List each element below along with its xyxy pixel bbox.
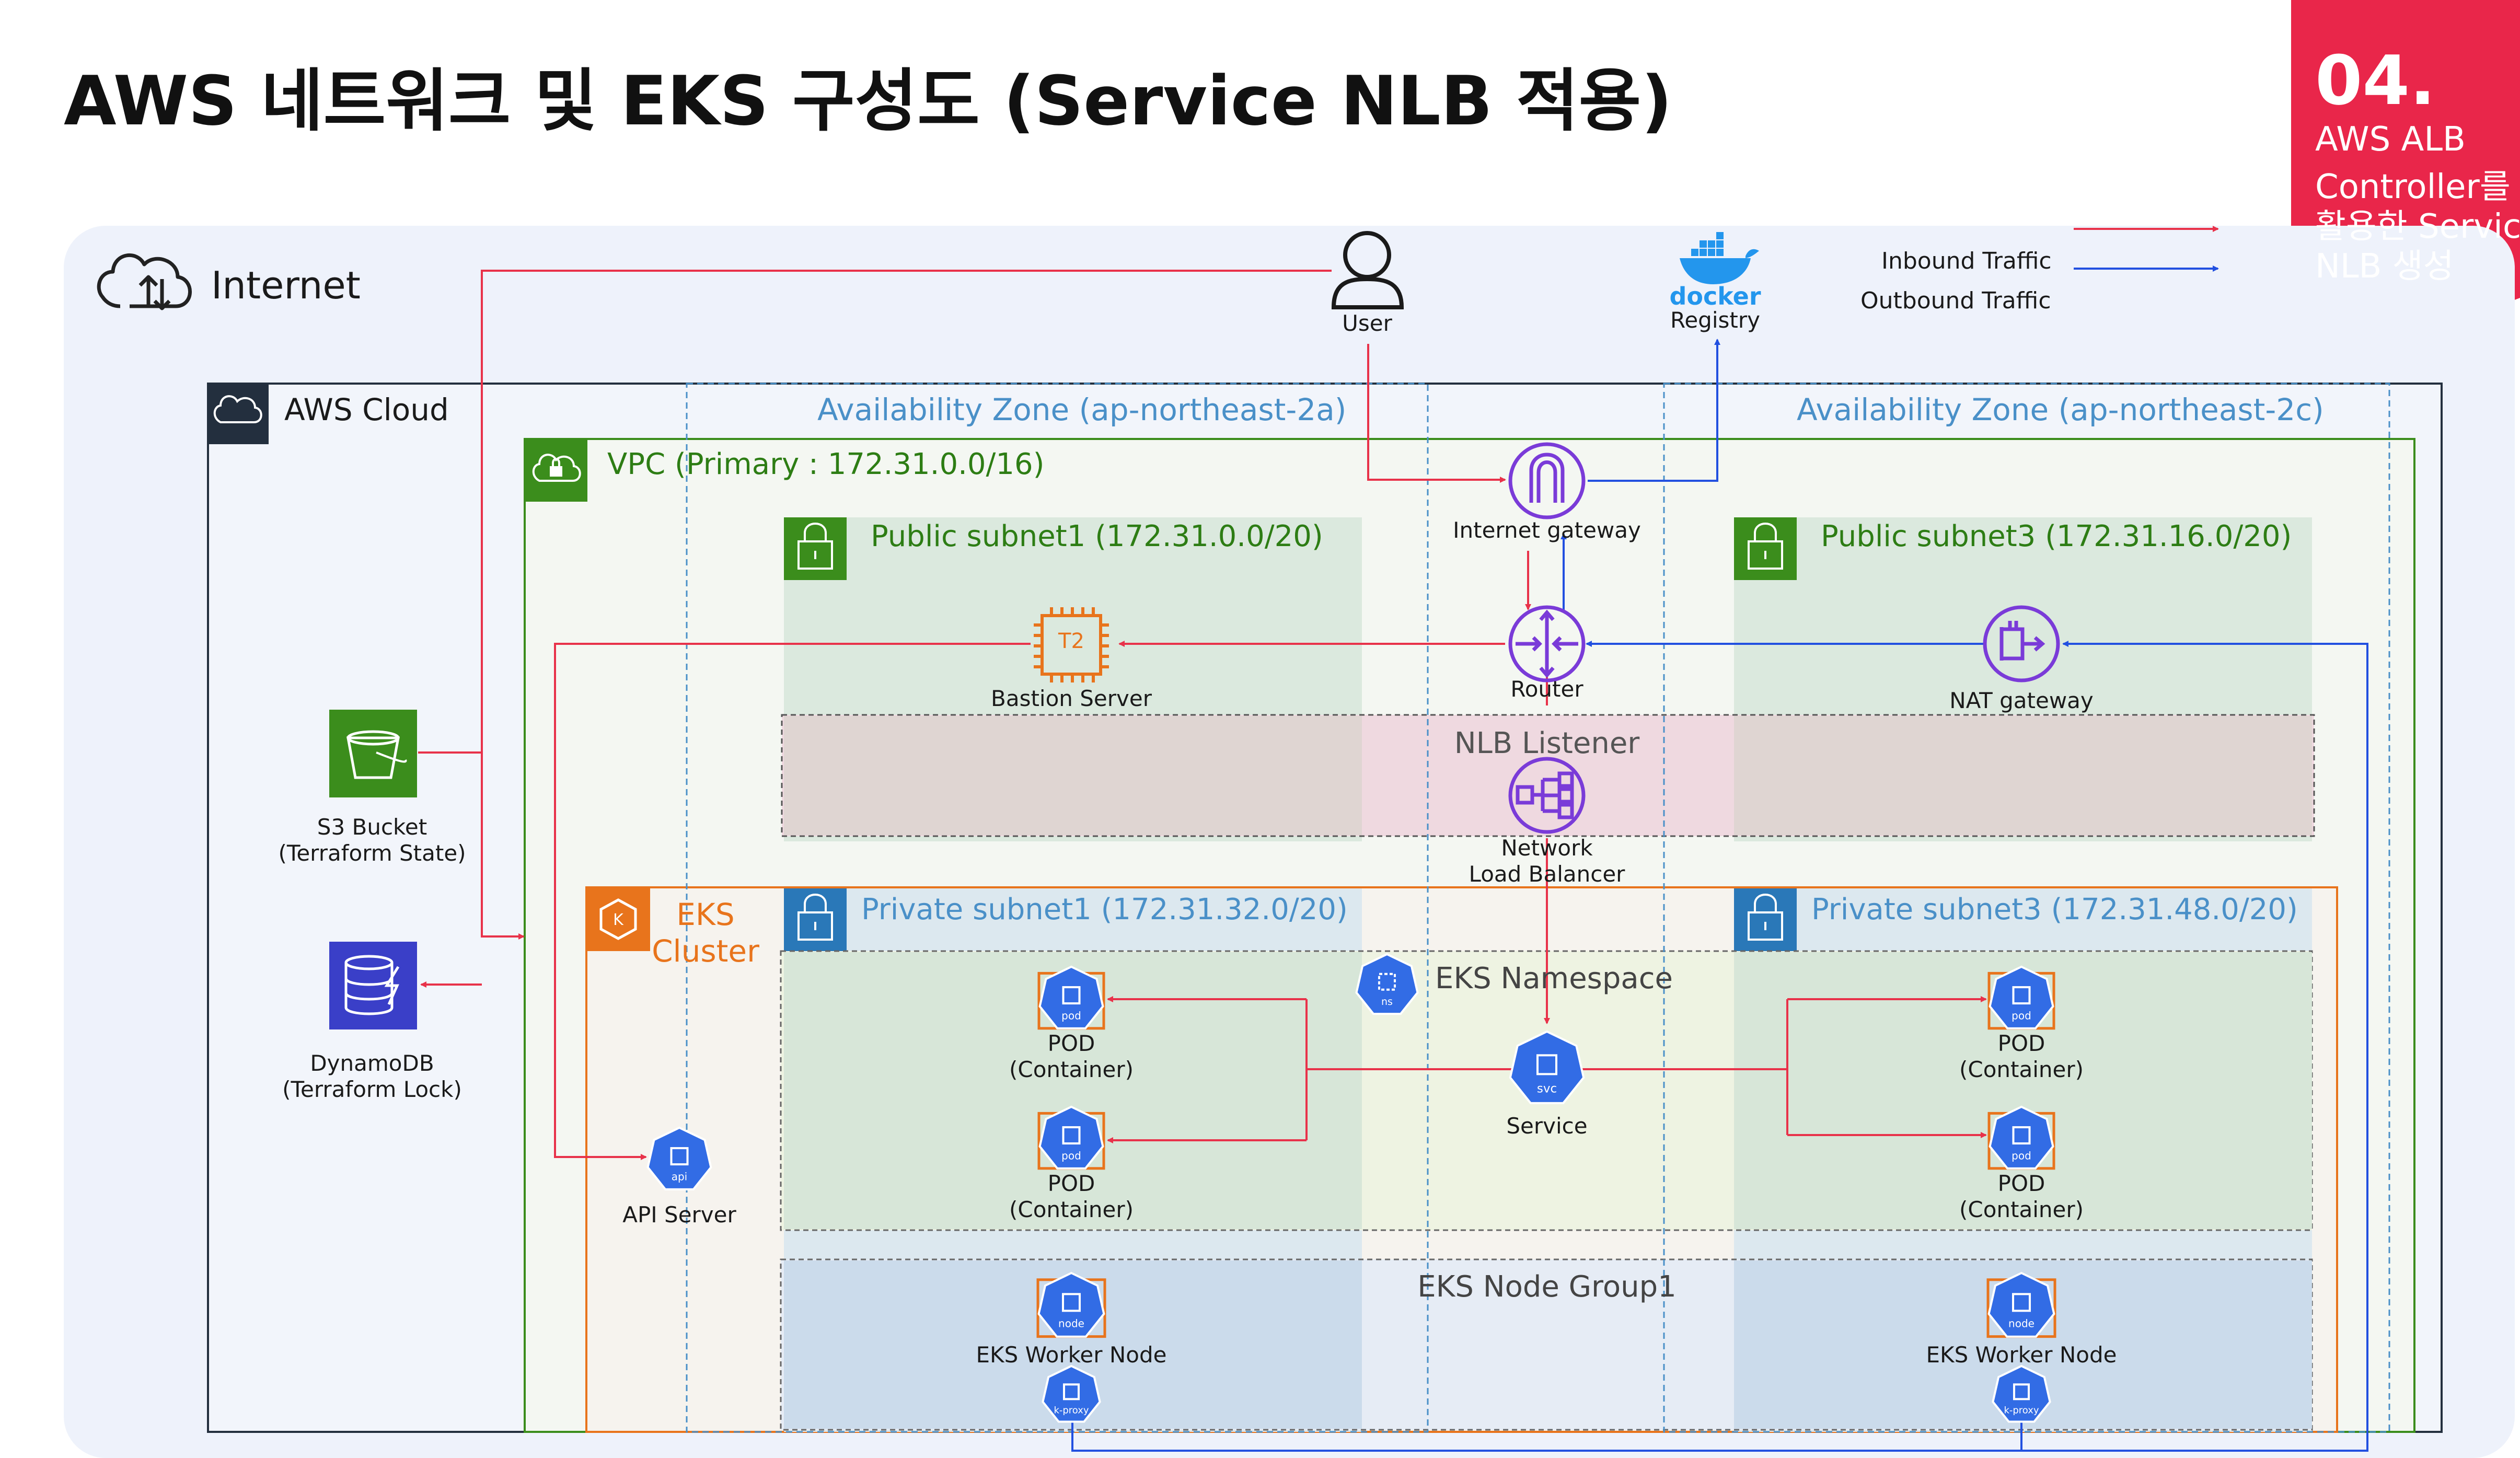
router-icon [1508, 605, 1586, 682]
az-a-boundary [686, 383, 1429, 1433]
namespace-icon: ns [1355, 953, 1419, 1015]
nlb-listener-overlap-a [784, 716, 1362, 835]
eks-icon: K [599, 898, 637, 940]
s3-bucket-icon [329, 710, 417, 797]
pod-2-label-line2: (Container) [1009, 1197, 1134, 1222]
inbound-traffic-lines [418, 226, 2219, 1160]
pod-2-label-line1: POD [1047, 1171, 1095, 1196]
user-label: User [1342, 310, 1392, 336]
worker-node-2-label: EKS Worker Node [1926, 1342, 2117, 1368]
badge-line-4: NLB 생성 [2315, 247, 2454, 286]
badge-line-3: 활용한 Service [2315, 207, 2520, 246]
dynamodb-icon [329, 942, 417, 1029]
api-server-label: API Server [622, 1202, 736, 1228]
pod-3-label-line2: (Container) [1959, 1057, 2084, 1082]
nlb-label-line2: Load Balancer [1469, 861, 1625, 887]
docker-icon [1680, 232, 1759, 284]
user-icon [1331, 231, 1404, 309]
eks-cluster-badge [586, 887, 650, 951]
pod-1-label-line2: (Container) [1009, 1057, 1134, 1082]
legend-inbound-label: Inbound Traffic [1881, 248, 2052, 274]
public-subnet1-label: Public subnet1 (172.31.0.0/20) [871, 519, 1323, 553]
worker-node-icon: node [1986, 1271, 2056, 1338]
api-server-badge-text: api [672, 1170, 688, 1183]
page-title: AWS 네트워크 및 EKS 구성도 (Service NLB 적용) [64, 61, 1672, 141]
az-a-label: Availability Zone (ap-northeast-2a) [817, 392, 1347, 427]
kube-proxy-icon: k-proxy [1992, 1364, 2051, 1423]
pod-badge-text: pod [1061, 1009, 1081, 1022]
s3-label-line2: (Terraform State) [278, 840, 466, 866]
pod-1-label-line1: POD [1047, 1031, 1095, 1056]
bastion-chip-label: T2 [1058, 629, 1084, 653]
bastion-server-label: Bastion Server [991, 686, 1152, 711]
az-c-label: Availability Zone (ap-northeast-2c) [1797, 392, 2324, 427]
internet-gateway-icon [1508, 442, 1586, 519]
aws-cloud-label: AWS Cloud [284, 392, 449, 427]
eks-node-group-label: EKS Node Group1 [1417, 1270, 1677, 1304]
kube-proxy-icon: k-proxy [1042, 1364, 1101, 1423]
public-subnet3-label: Public subnet3 (172.31.16.0/20) [1821, 519, 2292, 553]
eks-cluster-label-line1: EKS [676, 897, 735, 932]
badge-number: 04. [2315, 41, 2436, 120]
api-server-icon: api [646, 1126, 712, 1190]
pod-4-label-line1: POD [1997, 1171, 2045, 1196]
kube-proxy-badge-text: k-proxy [1054, 1405, 1089, 1416]
namespace-badge-text: ns [1381, 996, 1393, 1008]
service-badge-text: svc [1537, 1082, 1557, 1096]
eks-cluster-label-line2: Cluster [652, 933, 759, 969]
nlb-listener-overlap-c [1734, 716, 2312, 835]
nlb-label-line1: Network [1501, 835, 1593, 861]
worker-node-badge-text: node [2008, 1317, 2035, 1330]
pod-3-label-line1: POD [1997, 1031, 2045, 1056]
az-c-boundary [1663, 383, 2390, 1433]
kube-proxy-badge-text: k-proxy [2004, 1405, 2039, 1416]
nat-gateway-icon [1983, 605, 2060, 682]
worker-node-icon: node [1036, 1271, 1106, 1338]
docker-registry-label: Registry [1670, 307, 1760, 333]
cloud-icon [532, 454, 581, 482]
svg-text:K: K [613, 911, 624, 929]
pod-badge-text: pod [2012, 1009, 2031, 1022]
legend-outbound-label: Outbound Traffic [1860, 287, 2051, 314]
pod-badge-text: pod [2012, 1149, 2031, 1162]
cloud-icon [97, 253, 192, 310]
nat-gateway-label: NAT gateway [1949, 688, 2094, 713]
router-label: Router [1510, 676, 1583, 702]
outbound-traffic-lines [1071, 265, 2368, 1452]
worker-node-badge-text: node [1058, 1317, 1084, 1330]
badge-line-1: AWS ALB [2315, 120, 2466, 159]
ec2-chip-icon [1034, 607, 1109, 682]
vpc-label: VPC (Primary : 172.31.0.0/16) [607, 447, 1045, 481]
private-subnet3-label: Private subnet3 (172.31.48.0/20) [1811, 893, 2298, 927]
pod-icon: pod [1987, 965, 2055, 1030]
pod-icon: pod [1987, 1105, 2055, 1170]
service-label: Service [1506, 1113, 1588, 1139]
nlb-listener-label: NLB Listener [1454, 726, 1640, 760]
dynamodb-label-line1: DynamoDB [310, 1050, 434, 1076]
docker-wordmark: docker [1669, 282, 1761, 310]
dynamodb-label-line2: (Terraform Lock) [282, 1077, 462, 1102]
cloud-icon [213, 395, 262, 423]
pod-icon: pod [1037, 1105, 1105, 1170]
private-subnet1-label: Private subnet1 (172.31.32.0/20) [861, 893, 1348, 927]
pod-icon: pod [1037, 965, 1105, 1030]
internet-label: Internet [211, 263, 361, 307]
s3-label-line1: S3 Bucket [317, 814, 427, 840]
eks-namespace-label: EKS Namespace [1435, 962, 1673, 996]
padlock-icon [797, 523, 1783, 941]
badge-line-2: Controller를 [2315, 168, 2511, 206]
pod-badge-text: pod [1061, 1149, 1081, 1162]
network-load-balancer-icon [1508, 757, 1586, 834]
service-icon: svc [1509, 1030, 1585, 1104]
internet-gateway-label: Internet gateway [1453, 517, 1641, 543]
aws-cloud-badge [208, 384, 269, 444]
worker-node-1-label: EKS Worker Node [976, 1342, 1167, 1368]
pod-4-label-line2: (Container) [1959, 1197, 2084, 1222]
